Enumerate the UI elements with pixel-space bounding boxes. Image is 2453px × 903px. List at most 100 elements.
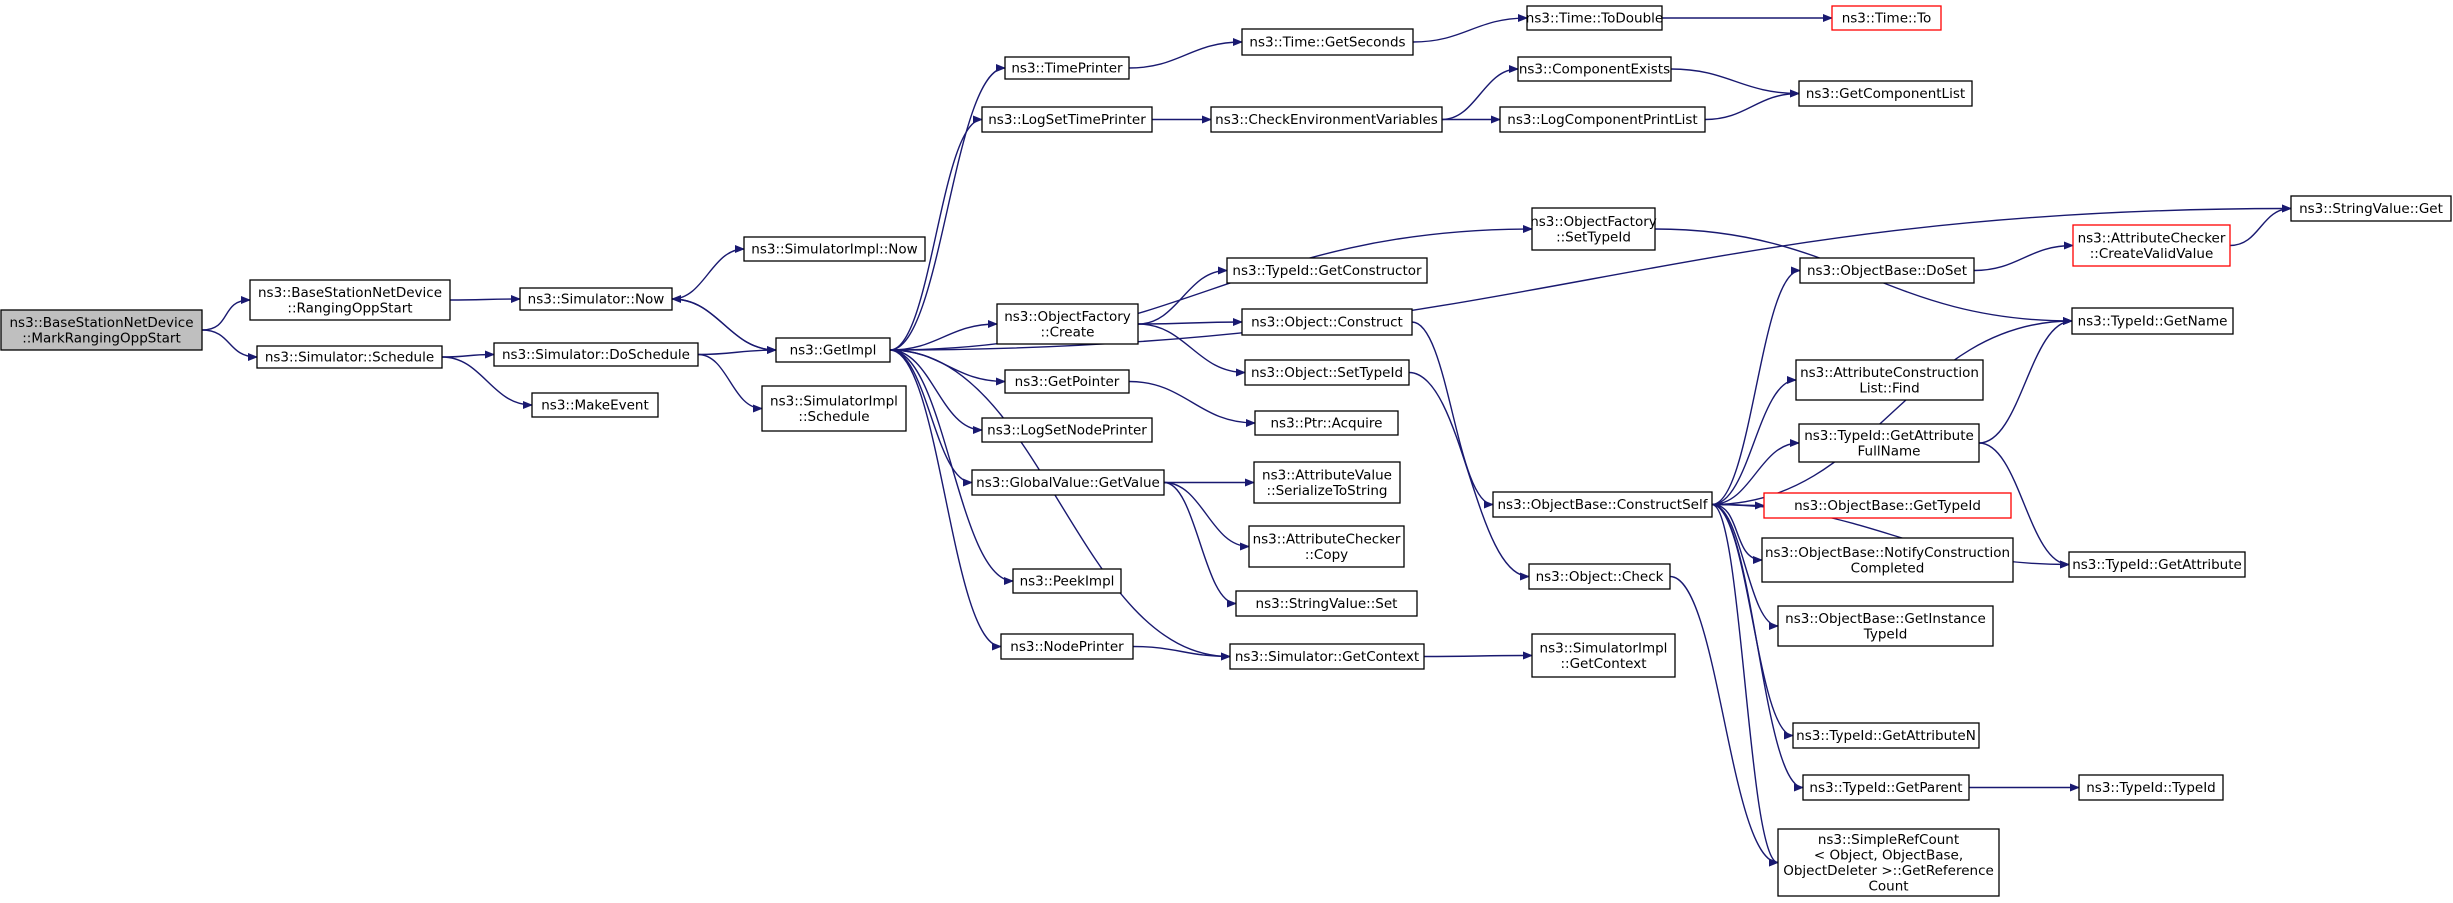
node-label: ns3::TypeId::GetName (2078, 314, 2228, 330)
edge-timeprinter-to-timegetseconds (1128, 38, 1243, 69)
node-objfactcreate[interactable]: ns3::ObjectFactory::Create (996, 303, 1139, 345)
node-getpointer[interactable]: ns3::GetPointer (1004, 369, 1130, 394)
node-label: ns3::Object::Check (1536, 569, 1664, 585)
edge-tigetattrfullname-to-tigetattr (1978, 442, 2070, 569)
node-box (249, 279, 451, 321)
node-ranging[interactable]: ns3::BaseStationNetDevice::RangingOppSta… (249, 279, 451, 321)
node-label: ns3::BaseStationNetDevice (258, 285, 442, 301)
node-now[interactable]: ns3::Simulator::Now (519, 287, 673, 311)
node-objconstruct[interactable]: ns3::Object::Construct (1241, 308, 1413, 336)
node-objcheck[interactable]: ns3::Object::Check (1528, 563, 1671, 590)
edge-root-to-ranging (201, 296, 251, 331)
node-objsettypeid[interactable]: ns3::Object::SetTypeId (1244, 359, 1410, 386)
node-box (1798, 80, 1973, 107)
node-getcomplist[interactable]: ns3::GetComponentList (1798, 80, 1973, 107)
node-peekimpl[interactable]: ns3::PeekImpl (1012, 568, 1122, 594)
node-timegetseconds[interactable]: ns3::Time::GetSeconds (1241, 28, 1414, 56)
edge-obconstructself-to-obnotify (1711, 503, 1763, 564)
node-schedule[interactable]: ns3::Simulator::Schedule (256, 345, 443, 369)
node-logcompprint[interactable]: ns3::LogComponentPrintList (1499, 106, 1706, 133)
node-label: ns3::TypeId::GetParent (1809, 780, 1962, 796)
node-ptracquire[interactable]: ns3::Ptr::Acquire (1254, 410, 1399, 436)
node-root[interactable]: ns3::BaseStationNetDevice::MarkRangingOp… (0, 309, 203, 351)
node-box (531, 392, 659, 418)
node-timeprinter[interactable]: ns3::TimePrinter (1004, 56, 1130, 80)
node-label: ns3::Ptr::Acquire (1271, 416, 1383, 432)
node-avserialize[interactable]: ns3::AttributeValue::SerializeToString (1253, 461, 1401, 504)
node-tigetconstructor[interactable]: ns3::TypeId::GetConstructor (1226, 257, 1428, 284)
node-obnotify[interactable]: ns3::ObjectBase::NotifyConstructionCompl… (1761, 537, 2014, 583)
node-label: ObjectDeleter >::GetReference (1783, 863, 1994, 879)
node-label: ns3::Simulator::GetContext (1235, 649, 1419, 665)
node-label: ns3::StringValue::Get (2299, 201, 2443, 217)
edge-simgetcontext-to-simimplgetcontext (1423, 651, 1533, 660)
node-svset[interactable]: ns3::StringValue::Set (1235, 590, 1418, 617)
node-label: ::GetContext (1560, 656, 1646, 672)
node-svget[interactable]: ns3::StringValue::Get (2290, 195, 2452, 222)
node-label: ::SetTypeId (1556, 229, 1631, 245)
edge-schedule-to-doschedule (441, 350, 495, 359)
node-accopy[interactable]: ns3::AttributeChecker::Copy (1248, 525, 1405, 568)
node-simplerefcount[interactable]: ns3::SimpleRefCount< Object, ObjectBase,… (1777, 828, 2000, 897)
node-box (1777, 605, 1994, 647)
node-obdoset[interactable]: ns3::ObjectBase::DoSet (1799, 257, 1975, 284)
node-simgetcontext[interactable]: ns3::Simulator::GetContext (1229, 643, 1425, 670)
node-getimpl[interactable]: ns3::GetImpl (775, 337, 891, 363)
node-obgettypeid[interactable]: ns3::ObjectBase::GetTypeId (1763, 492, 2012, 519)
edge-timegetseconds-to-timetodouble (1412, 14, 1528, 43)
node-label: < Object, ObjectBase, (1814, 847, 1963, 863)
node-compexists[interactable]: ns3::ComponentExists (1517, 56, 1672, 82)
node-nodeprinter[interactable]: ns3::NodePrinter (1000, 633, 1134, 660)
node-box (2068, 551, 2246, 578)
node-label: ::Schedule (798, 409, 869, 425)
node-box (1499, 106, 1706, 133)
node-tigetattr[interactable]: ns3::TypeId::GetAttribute (2068, 551, 2246, 578)
node-box (1526, 5, 1663, 31)
node-simimplgetcontext[interactable]: ns3::SimulatorImpl::GetContext (1531, 633, 1676, 678)
node-tigetattrn[interactable]: ns3::TypeId::GetAttributeN (1792, 722, 1980, 749)
node-label: ns3::ObjectBase::DoSet (1807, 263, 1967, 279)
edge-accreatevalid-to-svget (2229, 204, 2292, 247)
node-titypeid[interactable]: ns3::TypeId::TypeId (2078, 774, 2224, 801)
node-box (775, 337, 891, 363)
node-label: TypeId (1863, 626, 1908, 642)
edge-getimpl-to-nodeprinter (889, 349, 1002, 651)
node-box (1244, 359, 1410, 386)
node-box (1226, 257, 1428, 284)
node-label: ns3::GetComponentList (1806, 86, 1965, 102)
node-simimplschedule[interactable]: ns3::SimulatorImpl::Schedule (761, 385, 907, 432)
node-label: ns3::AttributeChecker (1253, 531, 1401, 547)
node-timeto[interactable]: ns3::Time::To (1831, 5, 1942, 31)
node-obconstructself[interactable]: ns3::ObjectBase::ConstructSelf (1492, 491, 1713, 518)
node-doschedule[interactable]: ns3::Simulator::DoSchedule (493, 342, 699, 367)
node-label: ns3::ObjectFactory (1004, 309, 1131, 325)
node-accreatevalid[interactable]: ns3::AttributeChecker::CreateValidValue (2072, 224, 2231, 267)
node-checkenv[interactable]: ns3::CheckEnvironmentVariables (1210, 106, 1443, 133)
node-label: ns3::TypeId::GetAttributeN (1796, 728, 1976, 744)
node-label: ns3::Time::To (1842, 11, 1932, 27)
node-timetodouble[interactable]: ns3::Time::ToDouble (1526, 5, 1663, 31)
node-layer: ns3::BaseStationNetDevice::MarkRangingOp… (0, 5, 2452, 897)
node-logsettimeprinter[interactable]: ns3::LogSetTimePrinter (981, 106, 1153, 133)
node-gvgetvalue[interactable]: ns3::GlobalValue::GetValue (971, 469, 1165, 496)
node-ofsettypeid[interactable]: ns3::ObjectFactory::SetTypeId (1530, 207, 1657, 251)
node-box (1253, 461, 1401, 504)
edge-getimpl-to-objfactcreate (889, 320, 998, 351)
node-box (761, 385, 907, 432)
node-tigetparent[interactable]: ns3::TypeId::GetParent (1802, 774, 1970, 801)
edge-getimpl-to-simgetcontext (889, 349, 1231, 661)
edge-objsettypeid-to-objcheck (1408, 371, 1530, 581)
node-simimplnow[interactable]: ns3::SimulatorImpl::Now (743, 236, 926, 262)
node-label: ns3::SimulatorImpl (770, 393, 898, 409)
node-label: ns3::LogSetNodePrinter (987, 423, 1147, 439)
edge-objfactcreate-to-objconstruct (1137, 318, 1243, 327)
node-makeevent[interactable]: ns3::MakeEvent (531, 392, 659, 418)
node-tigetname[interactable]: ns3::TypeId::GetName (2071, 307, 2234, 335)
node-label: ::Copy (1305, 547, 1348, 563)
node-label: ns3::AttributeConstruction (1800, 365, 1979, 381)
node-logsetnodeprinter[interactable]: ns3::LogSetNodePrinter (981, 417, 1153, 443)
node-box (1531, 633, 1676, 678)
